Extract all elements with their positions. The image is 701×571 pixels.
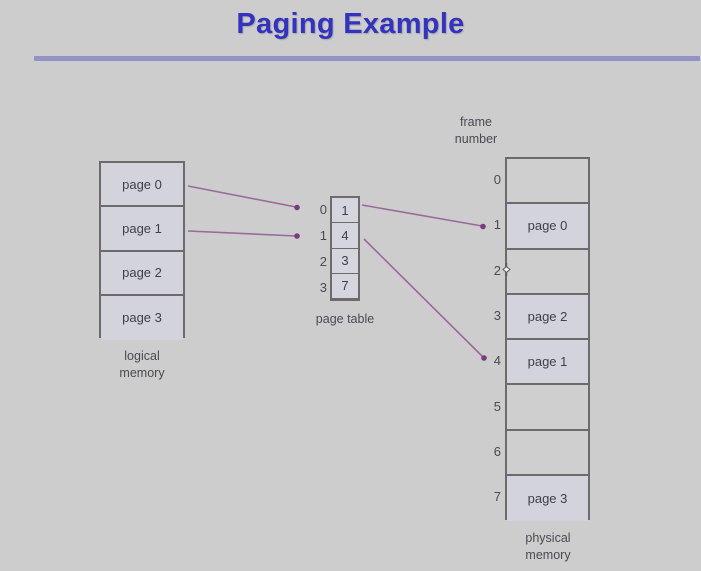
arrow-page1-to-pte1 (187, 230, 300, 239)
physical-memory-frame: page 1 (507, 340, 588, 386)
logical-memory-caption: logical memory (79, 348, 205, 382)
physical-memory-frame (507, 385, 588, 431)
page-table-index: 1 (319, 227, 327, 243)
frame-index: 5 (493, 398, 501, 414)
page-table-entry: 4 (332, 223, 358, 249)
frame-index: 4 (493, 353, 501, 369)
page-table-index-column: 0 1 2 3 (305, 196, 327, 301)
frame-index-column: 0 1 2 3 4 5 6 7 (487, 157, 501, 520)
frame-index: 3 (493, 308, 501, 324)
logical-memory-row: page 2 (101, 251, 183, 296)
frame-index: 6 (493, 443, 501, 459)
physical-memory-caption-line2: memory (525, 548, 571, 562)
physical-memory-frame: page 2 (507, 294, 588, 341)
logical-memory-row: page 1 (101, 207, 183, 252)
frame-number-label-line2: number (454, 132, 498, 146)
page-table-caption: page table (315, 312, 375, 326)
page-table-index: 3 (319, 280, 327, 296)
frame-number-label: frame number (432, 114, 520, 148)
page-table-entry: 7 (332, 273, 358, 299)
frame-number-label-line1: frame (460, 115, 492, 129)
arrow-pte4-to-frame4 (363, 238, 487, 361)
physical-memory-frame: page 0 (507, 204, 588, 250)
arrow-pte1-to-frame1 (361, 204, 486, 230)
physical-memory-frame: page 3 (507, 476, 588, 522)
logical-memory-caption-line1: logical (124, 349, 160, 363)
page-table-entry: 1 (332, 198, 358, 224)
page-table-box: 1 4 3 7 (330, 196, 360, 301)
physical-memory-frame (507, 249, 588, 295)
logical-memory-caption-line2: memory (119, 366, 165, 380)
physical-memory-box: page 0 page 2 page 1 page 3 (505, 157, 590, 522)
page-table-index: 0 (319, 201, 327, 217)
logical-memory-row: page 3 (101, 295, 183, 340)
logical-memory-row: page 0 (101, 163, 183, 208)
arrow-page0-to-pte0 (187, 185, 300, 211)
physical-memory-caption-line1: physical (525, 531, 571, 545)
page-table-index: 2 (319, 254, 327, 270)
logical-memory-box: page 0 page 1 page 2 page 3 (99, 161, 185, 340)
title-divider (34, 56, 700, 61)
page-table-entry: 3 (332, 248, 358, 274)
physical-memory-frame (507, 430, 588, 477)
physical-memory-caption: physical memory (485, 530, 611, 564)
page-title: Paging Example (236, 8, 465, 40)
physical-memory-frame (507, 159, 588, 205)
frame-index: 1 (493, 217, 501, 233)
frame-index: 7 (493, 489, 501, 505)
frame-index: 2 (493, 262, 501, 278)
frame-index: 0 (493, 172, 501, 188)
